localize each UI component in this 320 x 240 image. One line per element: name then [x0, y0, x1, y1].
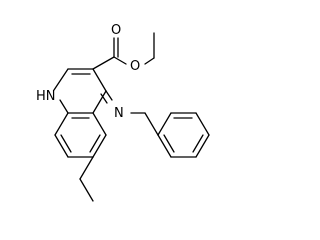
structure-diagram: HN N O O [36, 23, 210, 202]
bond-c4-c4a [92, 90, 107, 114]
ester-o-label: O [130, 59, 140, 74]
molecule-canvas: HN N O O [36, 23, 210, 202]
bond-c8-c7 [54, 134, 69, 158]
bond-ph4-ph5 [195, 134, 210, 158]
bond-c3-c4 [92, 68, 107, 92]
bond-ph6-ph1-double [163, 134, 175, 153]
imine-n-label: N [114, 106, 124, 121]
bond-c6-c5 [92, 134, 107, 158]
bond-ch2-phenyl [144, 112, 159, 136]
bond-c8a-n1 [59, 99, 69, 114]
bond-c6-c5-double [89, 134, 101, 153]
bond-c5-c4a [92, 112, 107, 136]
ester-group [92, 32, 155, 70]
bond-c4-n [105, 90, 113, 101]
bond-ph3-ph4 [195, 112, 210, 136]
bond-c3-carbonyl [92, 56, 115, 70]
bond-ph4-ph5-double [192, 134, 204, 153]
bond-c6-ch2 [79, 156, 94, 180]
bond-ph1-ph2 [157, 112, 172, 136]
bond-c8a-c8 [54, 112, 69, 136]
bond-c4-n-double [100, 93, 108, 104]
bond-ph6-ph1 [157, 134, 172, 158]
quinoline-core [53, 68, 107, 158]
bond-ester-o-ch2 [144, 57, 155, 65]
carbonyl-o-label: O [111, 23, 121, 38]
ethyl-group [79, 156, 94, 202]
benzylamino-group [100, 90, 210, 158]
bond-c8-c7-double [60, 134, 72, 153]
bond-carbonyl-ester-o [113, 56, 127, 65]
bond-n1-c2 [53, 68, 69, 91]
bond-ch2-ch3 [79, 178, 94, 202]
nh-label: HN [36, 89, 56, 104]
